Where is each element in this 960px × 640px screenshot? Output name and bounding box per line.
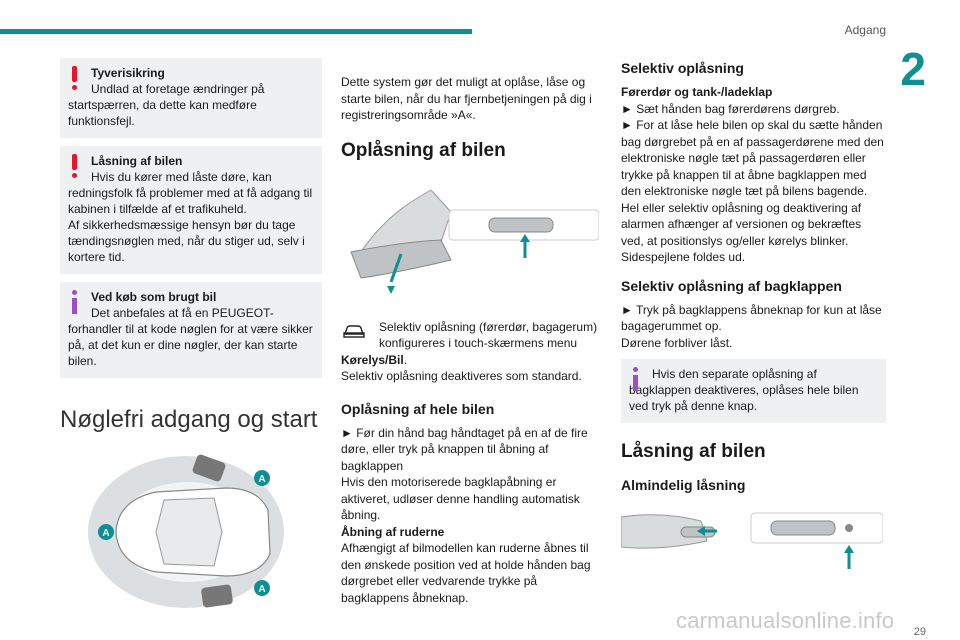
menu-path-end: . (403, 352, 408, 367)
note-title: Ved køb som brugt bil (91, 290, 217, 304)
info-note-tailgate: Hvis den separate oplåsning af bagklappe… (621, 359, 886, 423)
menu-path: Kørelys/Bil (341, 352, 404, 367)
heading-normal-lock: Almindelig låsning (621, 477, 746, 493)
note-text: Af sikkerhedsmæssige hensyn bør du tage … (68, 218, 305, 264)
zone-label: A (258, 474, 265, 485)
hel-text: Hel eller selektiv oplåsning og deaktive… (621, 200, 862, 248)
door-handle-illustration (350, 188, 600, 294)
zone-label: A (258, 584, 265, 595)
sub-driver: Førerdør og tank-/ladeklap (621, 85, 773, 99)
selective-config-block: Selektiv oplåsning (førerdør, bagagerum)… (341, 319, 601, 385)
car-icon (343, 324, 365, 338)
heading-tailgate: Selektiv oplåsning af bagklappen (621, 277, 842, 294)
warning-icon (71, 66, 78, 90)
warning-icon (71, 154, 78, 178)
tailgate-step: ► Tryk på bagklappens åbneknap for kun a… (621, 302, 882, 334)
note-text: Hvis den separate oplåsning af bagklappe… (629, 367, 859, 413)
warning-note-locking: Låsning af bilen Hvis du kører med låste… (60, 146, 322, 274)
header-accent-bar (0, 29, 472, 34)
chapter-number: 2 (900, 43, 926, 95)
tailgate-doors: Dørene forbliver låst. (621, 335, 733, 350)
column-middle: Dette system gør det muligt at oplåse, l… (341, 74, 601, 606)
note-title: Tyverisikring (91, 66, 165, 80)
section-name: Adgang (844, 23, 886, 37)
note-text: Undlad at foretage ændringer på startspæ… (68, 82, 265, 128)
section-title-keyless: Nøglefri adgang og start (60, 406, 318, 433)
lock-handle-illustration (620, 512, 884, 569)
step-1: ► Sæt hånden bag førerdørens dørgreb. (621, 101, 840, 116)
page-number: 29 (913, 626, 926, 638)
note-text: Det anbefales at få en PEUGEOT-forhandle… (68, 306, 313, 368)
selective-text: Selektiv oplåsning (førerdør, bagagerum)… (379, 319, 598, 351)
heading-unlock-whole: Oplåsning af hele bilen (341, 400, 495, 417)
note-text: Hvis du kører med låste døre, kan rednin… (68, 170, 313, 216)
step-2: ► For at låse hele bilen op skal du sætt… (621, 118, 884, 198)
heading-selective: Selektiv oplåsning (621, 60, 744, 76)
selective-default-text: Selektiv oplåsning deaktiveres som stand… (341, 369, 582, 383)
intro-text: Dette system gør det muligt at oplåse, l… (341, 75, 592, 122)
heading-lock: Låsning af bilen (621, 441, 766, 462)
watermark: carmanualsonline.info (676, 608, 895, 633)
motor-text: Hvis den motoriserede bagklapåbning er a… (341, 475, 580, 522)
warning-note-theft: Tyverisikring Undlad at foretage ændring… (60, 58, 322, 138)
heading-unlock: Oplåsning af bilen (341, 139, 506, 161)
note-title: Låsning af bilen (91, 154, 183, 168)
windows-text: Afhængigt af bilmodellen kan ruderne åbn… (341, 541, 591, 605)
column-right: Selektiv oplåsning Førerdør og tank-/lad… (620, 58, 886, 584)
column-left: Tyverisikring Undlad at foretage ændring… (60, 58, 322, 623)
info-note-used-car: Ved køb som brugt bil Det anbefales at f… (60, 282, 322, 378)
info-icon (631, 367, 639, 391)
keyless-zone-illustration: A A A (88, 454, 284, 608)
mirrors-text: Sidespejlene foldes ud. (621, 250, 746, 264)
windows-title: Åbning af ruderne (341, 524, 445, 539)
whole-step: ► Før din hånd bag håndtaget på en af de… (341, 425, 588, 473)
info-icon (70, 290, 78, 314)
zone-label: A (102, 528, 109, 539)
